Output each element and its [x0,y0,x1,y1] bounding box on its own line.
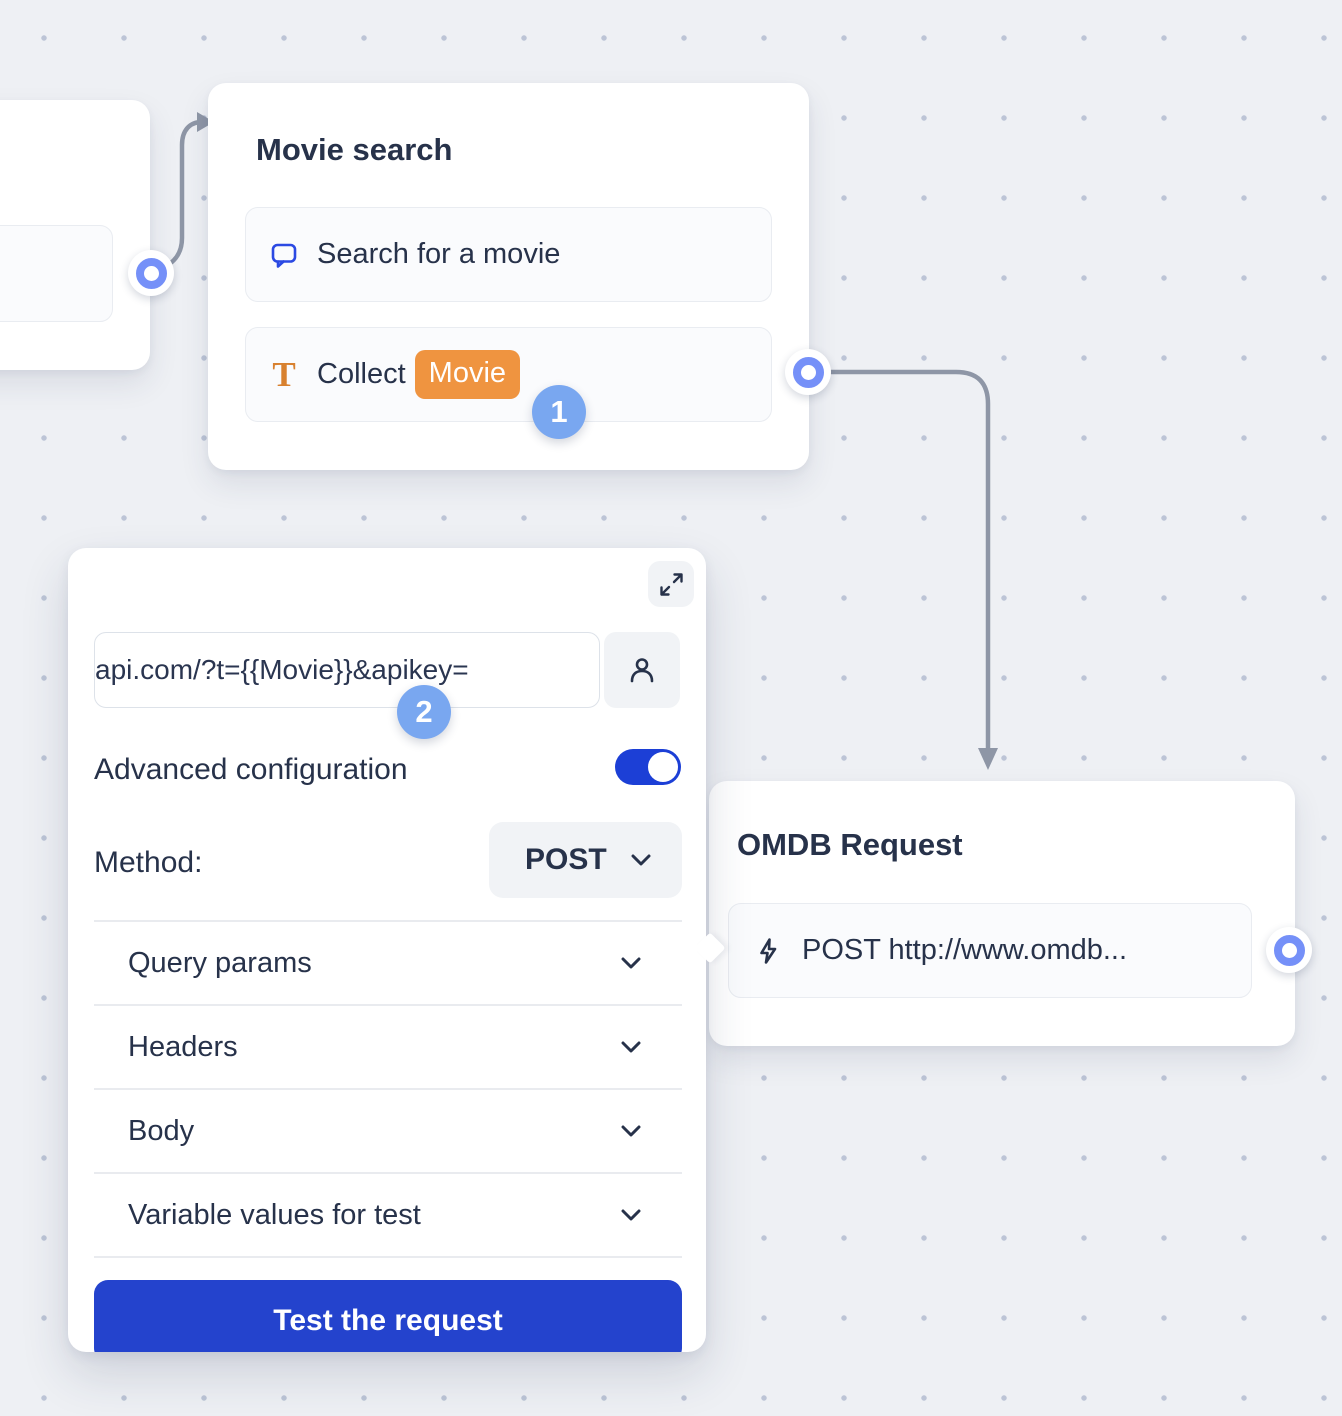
chevron-down-icon [620,1208,642,1222]
text-input-icon: T [272,355,296,394]
connector-arrowhead [197,112,214,132]
section-row-headers[interactable]: Headers [94,1006,682,1090]
method-dropdown[interactable]: POST [489,822,682,898]
person-icon [626,654,658,686]
port-ring [1273,934,1305,966]
section-label: Variable values for test [128,1198,421,1231]
test-request-button[interactable]: Test the request [94,1280,682,1352]
node-card-omdb-request[interactable]: OMDB Request POST http://www.omdb... [709,781,1295,1046]
connector-movie-search-to-omdb [825,369,991,751]
step-label: Search for a movie [317,238,561,270]
lightning-icon [753,936,783,966]
port-ring [135,257,167,289]
section-row-query-params[interactable]: Query params [94,922,682,1006]
step-row-search-for-a-movie[interactable]: Search for a movie [245,207,772,302]
step-annotation-badge-1: 1 [532,385,586,439]
connector-left-to-movie-search [157,119,205,272]
step-row-collect-movie[interactable]: T Collect Movie [245,327,772,422]
step-label: Collect [317,358,406,390]
output-port-partial[interactable] [128,250,174,296]
chevron-down-icon [620,1040,642,1054]
accordion-sections: Query params Headers Body Variable value… [94,920,682,1258]
step-label: POST http://www.omdb... [802,934,1128,966]
section-row-variable-values[interactable]: Variable values for test [94,1174,682,1258]
toggle-knob [648,752,678,782]
request-config-panel: api.com/?t={{Movie}}&apikey= Advanced co… [68,548,706,1352]
section-row-body[interactable]: Body [94,1090,682,1174]
section-label: Headers [128,1030,238,1063]
partial-step-row[interactable] [0,225,113,322]
output-port-omdb[interactable] [1266,927,1312,973]
node-card-movie-search[interactable]: Movie search Search for a movie T Collec… [208,83,809,470]
chevron-down-icon [620,1124,642,1138]
method-value: POST [525,843,607,876]
section-label: Body [128,1114,195,1147]
method-label: Method: [94,846,203,879]
node-card-partial[interactable] [0,100,150,370]
chevron-down-icon [630,853,652,867]
step-row-omdb-post[interactable]: POST http://www.omdb... [728,903,1252,998]
section-label: Query params [128,946,312,979]
chat-bubble-icon [270,241,298,269]
request-url-input[interactable]: api.com/?t={{Movie}}&apikey= [94,632,600,708]
node-title: OMDB Request [737,827,963,862]
advanced-configuration-label: Advanced configuration [94,753,408,786]
advanced-configuration-toggle[interactable] [615,749,681,785]
variable-chip-movie[interactable]: Movie [414,350,521,399]
node-title: Movie search [256,132,453,167]
connector-arrowhead [978,748,998,770]
expand-icon [658,571,685,598]
expand-button[interactable] [648,561,694,607]
output-port-movie-search[interactable] [785,349,831,395]
port-ring [792,356,824,388]
chevron-down-icon [620,956,642,970]
step-annotation-badge-2: 2 [397,685,451,739]
insert-variable-button[interactable] [604,632,680,708]
request-url-value: api.com/?t={{Movie}}&apikey= [95,654,469,685]
